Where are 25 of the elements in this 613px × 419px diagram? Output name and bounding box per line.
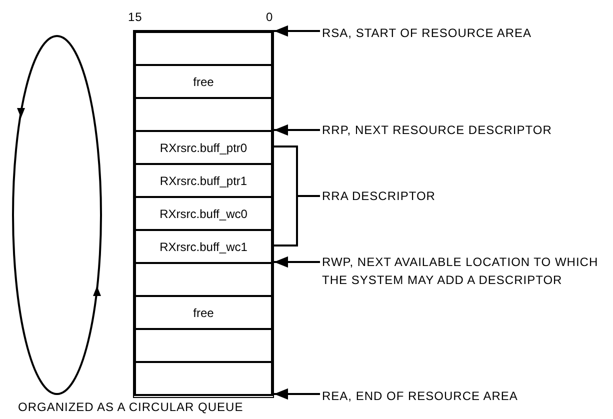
bit-number: 15 (128, 10, 142, 24)
memory-word: free (134, 64, 273, 97)
pointer-arrow (274, 256, 320, 268)
bracket-leader-line (274, 195, 320, 246)
pointer-arrow (274, 124, 320, 136)
memory-row (134, 361, 273, 396)
memory-row (134, 97, 273, 130)
memory-word: RXrsrc.buff_wc0 (134, 196, 273, 229)
caption: ORGANIZED AS A CIRCULAR QUEUE (18, 400, 244, 414)
memory-word: free (134, 295, 273, 328)
pointer-label: REA, END OF RESOURCE AREA (322, 387, 602, 405)
pointer-arrow (274, 25, 320, 37)
pointer-label: RWP, NEXT AVAILABLE LOCATION TO WHICH THE SYSTEM MAY ADD A DESCRIPTOR (322, 253, 612, 289)
bit-number: 0 (266, 10, 274, 24)
memory-row (134, 262, 273, 295)
pointer-label: RRA DESCRIPTOR (322, 187, 602, 205)
pointer-label: RRP, NEXT RESOURCE DESCRIPTOR (322, 121, 602, 139)
pointer-arrow (274, 388, 320, 400)
memory-word: RXrsrc.buff_wc1 (134, 229, 273, 262)
memory-word: RXrsrc.buff_ptr0 (134, 130, 273, 163)
memory-word: RXrsrc.buff_ptr1 (134, 163, 273, 196)
memory-row (134, 31, 273, 64)
memory-row (134, 328, 273, 361)
pointer-label: RSA, START OF RESOURCE AREA (322, 24, 602, 42)
memory-table (133, 30, 274, 398)
